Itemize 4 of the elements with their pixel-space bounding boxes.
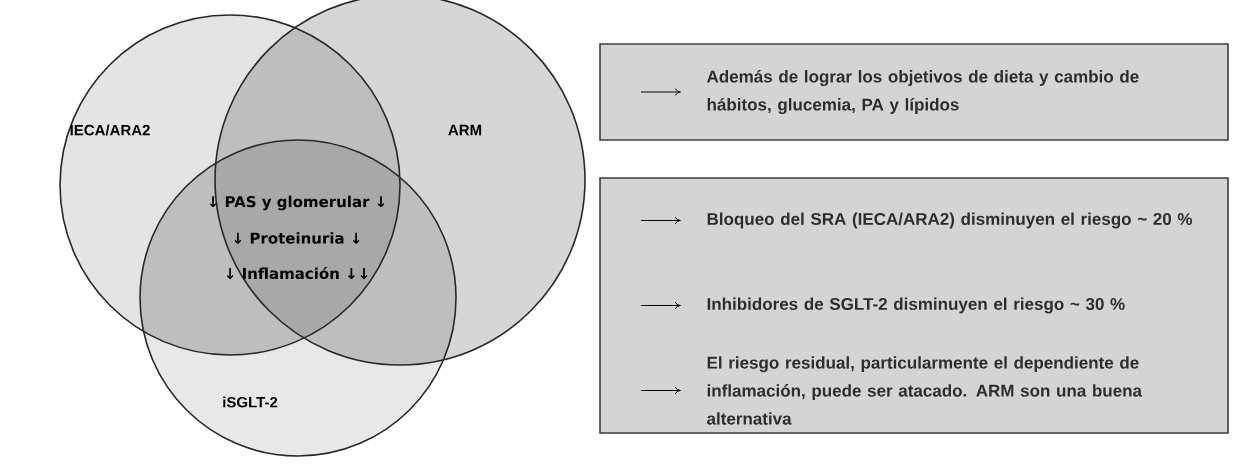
text-box: Además de lograr los objetivos de dieta y cambio de hábitos, glucemia, PA y lípidos (599, 43, 1229, 141)
effect-label: ↓ Proteinuria ↓ (234, 232, 360, 244)
effect-label: ↓ Inflamación ↓↓ (226, 266, 368, 280)
text-box: Bloqueo del SRA (IECA/ARA2) disminuyen el riesgo ~ 20 % Inhibidores de SGLT-2 disminuyen el riesgo ~ 30 % El riesgo residual, particularmente el dependiente de inflamación, puede ser atacado. ARM son una buena alternativa (599, 177, 1229, 434)
